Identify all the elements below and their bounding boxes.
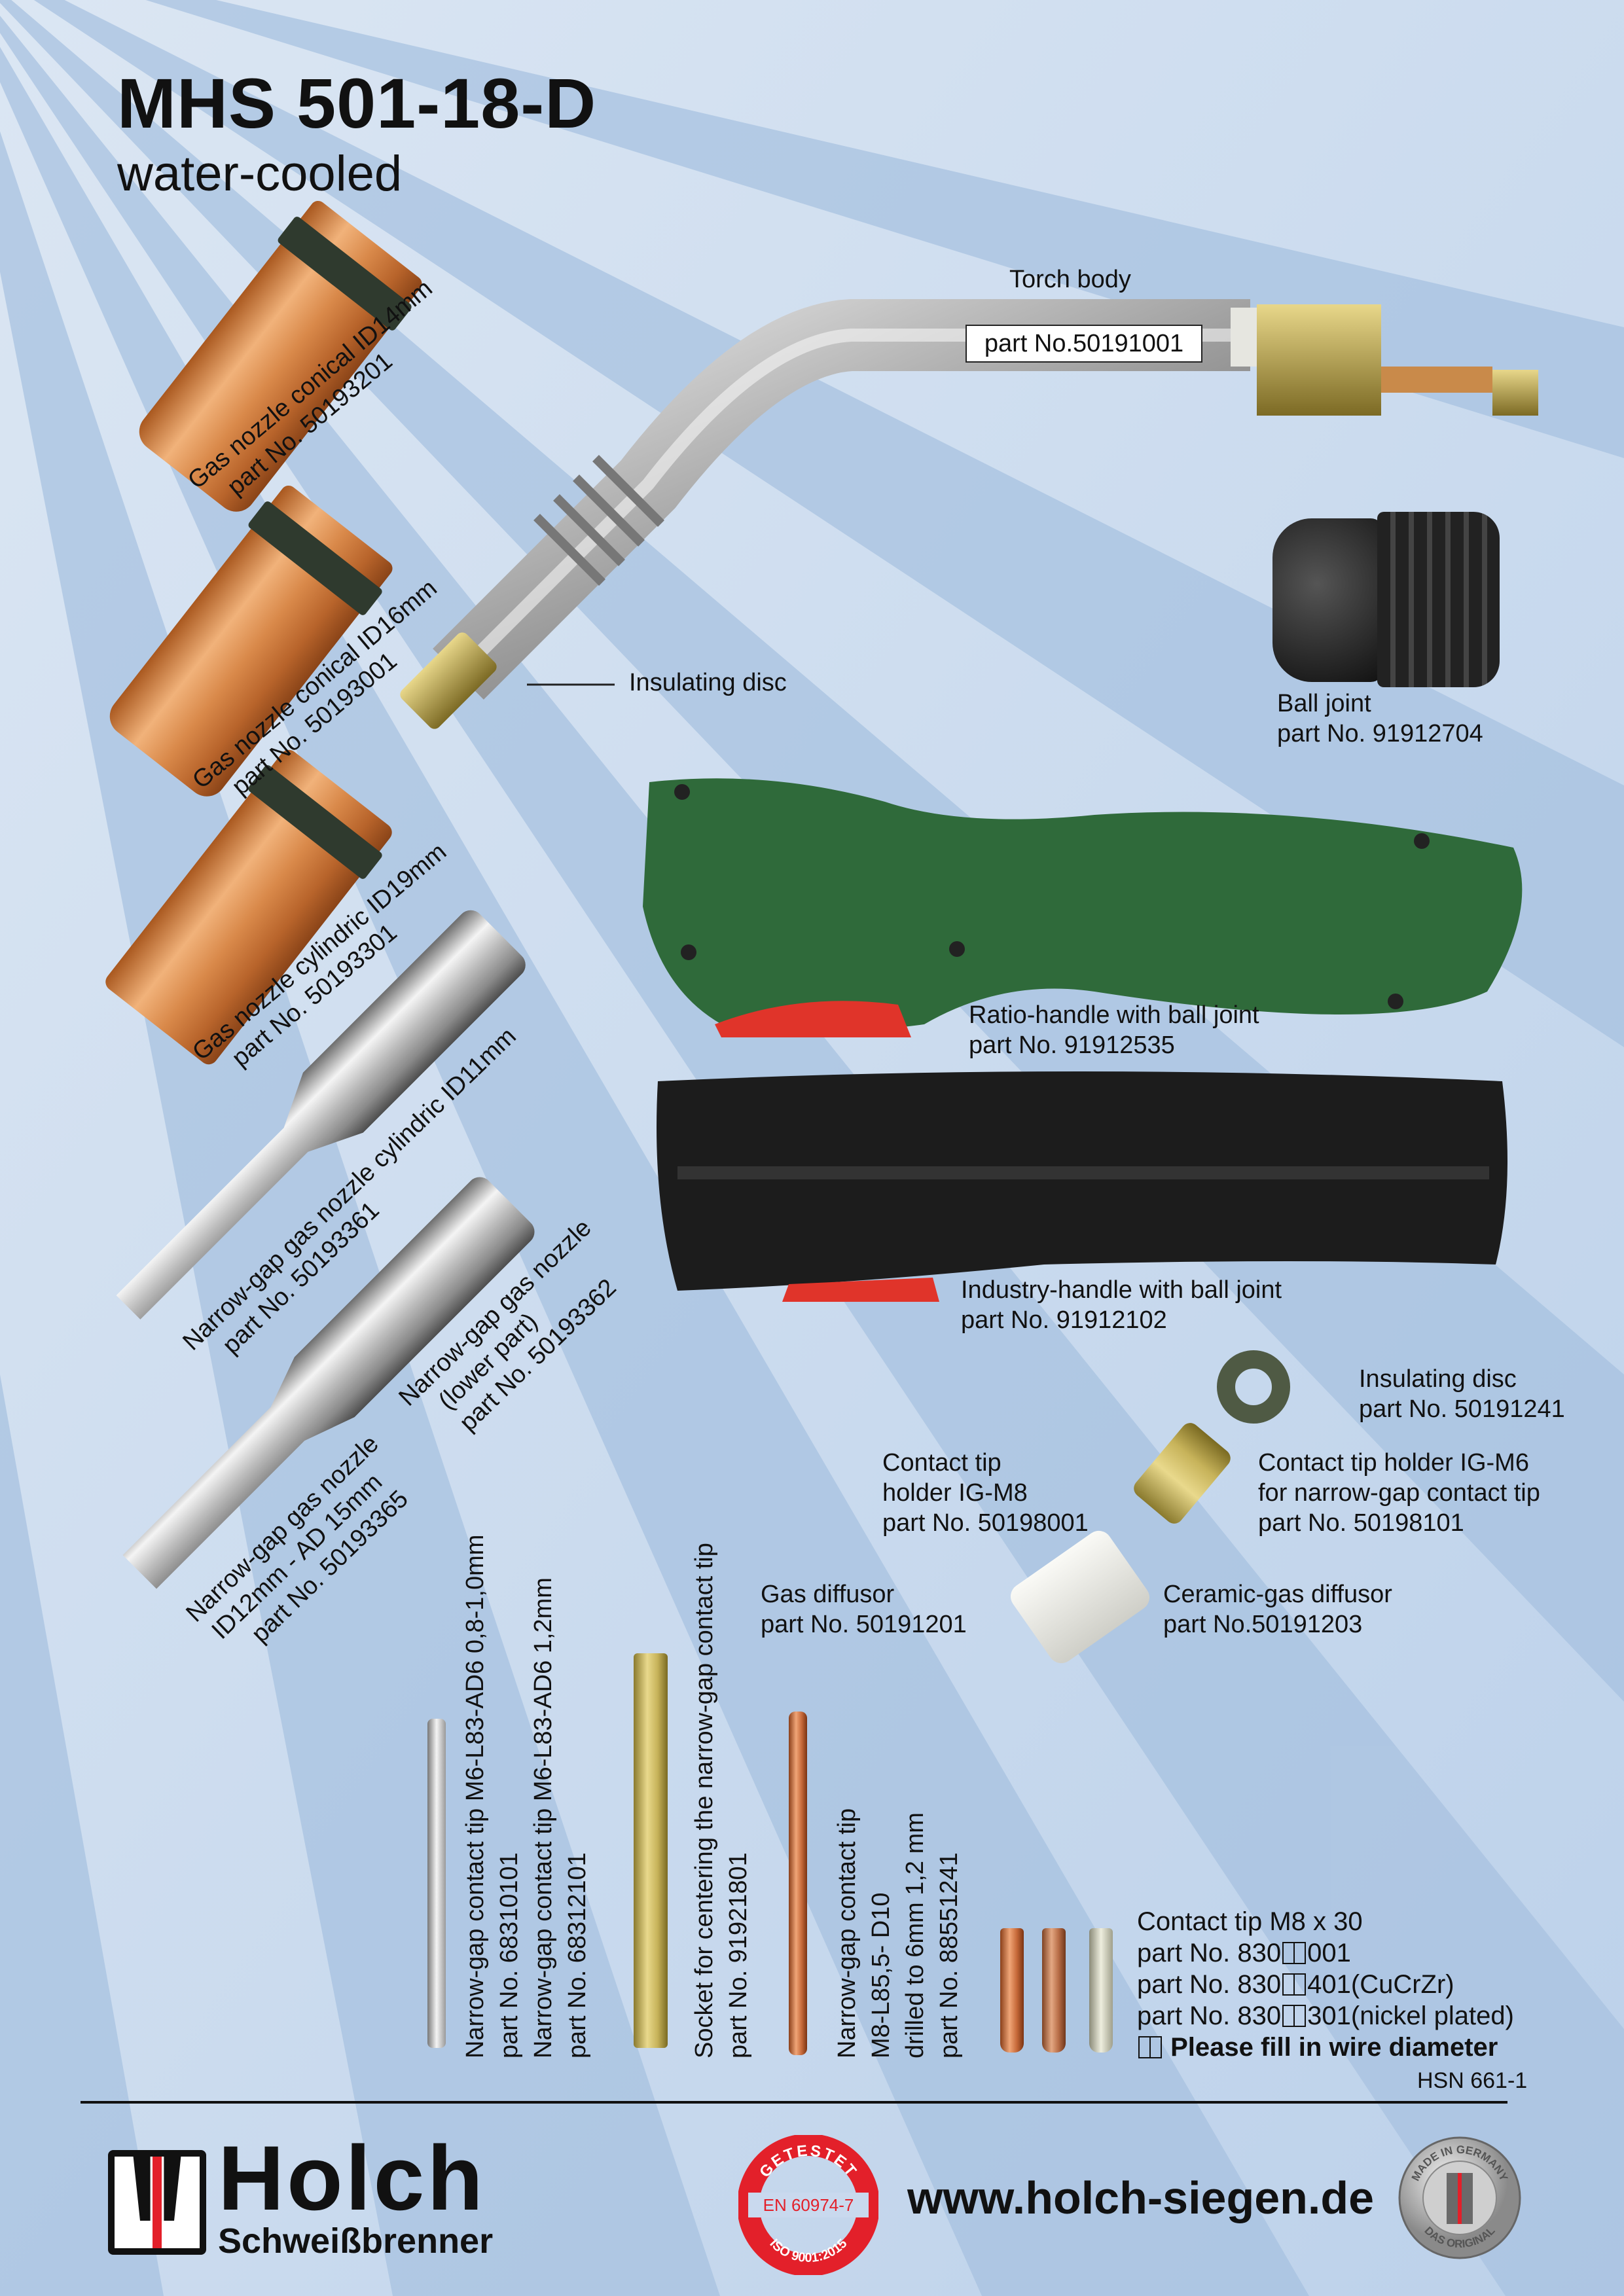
- wire-diameter-box: [1282, 1973, 1307, 1996]
- industry-handle-label: Industry-handle with ball joint part No.…: [961, 1275, 1282, 1335]
- page-title: MHS 501-18-D: [117, 63, 597, 143]
- contact-tip-cucrzr-image: [1042, 1928, 1066, 2053]
- tip-holder-m8-part-no: part No. 50198001: [882, 1509, 1089, 1537]
- narrow-gap-tip-m8-image: [789, 1712, 807, 2055]
- ceramic-diffusor-name: Ceramic-gas diffusor: [1163, 1581, 1392, 1608]
- tip-holder-m6-line2: for narrow-gap contact tip: [1258, 1479, 1540, 1507]
- part-no-suffix: 301(nickel plated): [1307, 2001, 1514, 2030]
- contact-tip-m8-row1: part No. 830 001: [1137, 1937, 1514, 1969]
- narrow-tip-m6-08-name: Narrow-gap contact tip M6-L83-AD6 0,8-1,…: [461, 1534, 489, 2058]
- ratio-handle-image: [643, 778, 1523, 1037]
- part-no-suffix: 401(CuCrZr): [1307, 1970, 1454, 1999]
- part-no-prefix: part No. 830: [1137, 1970, 1282, 1999]
- narrow-tip-m8-spec: M8-L85,5- D10: [867, 1892, 895, 2058]
- narrow-tip-m8-part-no: part No. 88551241: [935, 1852, 963, 2058]
- ratio-handle-part-no: part No. 91912535: [969, 1031, 1175, 1059]
- insulating-disc-name: Insulating disc: [1359, 1365, 1517, 1393]
- part-no-suffix: 001: [1307, 1939, 1351, 1967]
- torch-body-part-no: part No.50191001: [965, 325, 1202, 363]
- page-subtitle: water-cooled: [117, 146, 403, 202]
- document-code: HSN 661-1: [1417, 2068, 1528, 2093]
- contact-tip-cu-image: [1000, 1928, 1024, 2053]
- ball-joint-name: Ball joint: [1277, 690, 1371, 717]
- narrow-tip-m8-drill: drilled to 6mm 1,2 mm: [901, 1812, 929, 2058]
- tip-holder-m6-line1: Contact tip holder IG-M6: [1258, 1449, 1529, 1477]
- ball-joint-image: [1272, 512, 1500, 687]
- torch-body-label: Torch body: [1009, 266, 1131, 293]
- ratio-handle-name: Ratio-handle with ball joint: [969, 1001, 1259, 1029]
- wire-diameter-box: [1282, 2005, 1307, 2027]
- gas-diffusor-part-no: part No. 50191201: [761, 1611, 967, 1638]
- narrow-tips-m6-label: Narrow-gap contact tip M6-L83-AD6 0,8-1,…: [458, 1535, 594, 2058]
- industry-handle-part-no: part No. 91912102: [961, 1306, 1167, 1334]
- tested-stamp: GETESTET ISO 9001:2015 EN 60974-7: [738, 2135, 878, 2275]
- ceramic-diffusor-label: Ceramic-gas diffusor part No.50191203: [1163, 1579, 1392, 1640]
- industry-handle-name: Industry-handle with ball joint: [961, 1276, 1282, 1304]
- ball-joint-label: Ball joint part No. 91912704: [1277, 689, 1483, 749]
- tip-holder-m8-line2: holder IG-M8: [882, 1479, 1028, 1507]
- tip-holder-m6-part-no: part No. 50198101: [1258, 1509, 1464, 1537]
- industry-handle-image: [657, 1071, 1507, 1302]
- torch-body-image: [400, 299, 1538, 729]
- part-no-prefix: part No. 830: [1137, 1939, 1282, 1967]
- holch-logo-subtitle: Schweißbrenner: [218, 2221, 494, 2261]
- wire-diameter-box: [1282, 1942, 1307, 1964]
- insulating-disc-image: [1217, 1350, 1290, 1424]
- contact-tip-m8-title: Contact tip M8 x 30: [1137, 1907, 1363, 1936]
- wire-diameter-box: [1138, 2036, 1162, 2058]
- narrow-tip-m6-08-part-no: part No. 68310101: [496, 1852, 523, 2058]
- contact-tip-m8-label: Contact tip M8 x 30 part No. 830 001 part…: [1137, 1906, 1514, 2063]
- gas-diffusor-name: Gas diffusor: [761, 1581, 895, 1608]
- insulating-disc-label: Insulating disc part No. 50191241: [1359, 1364, 1565, 1424]
- ceramic-diffusor-part-no: part No.50191203: [1163, 1611, 1363, 1638]
- narrow-gap-tip-m6-image: [427, 1719, 446, 2048]
- footer-divider: [81, 2101, 1507, 2104]
- website-link[interactable]: www.holch-siegen.de: [907, 2172, 1375, 2223]
- narrow-tip-m8-name: Narrow-gap contact tip: [833, 1808, 861, 2058]
- ratio-handle-label: Ratio-handle with ball joint part No. 91…: [969, 1000, 1259, 1060]
- stamp-mid-text: EN 60974-7: [763, 2195, 854, 2215]
- tip-holder-m8-label: Contact tip holder IG-M8 part No. 501980…: [882, 1448, 1089, 1538]
- gas-diffusor-label: Gas diffusor part No. 50191201: [761, 1579, 967, 1640]
- narrow-tip-m6-12-name: Narrow-gap contact tip M6-L83-AD6 1,2mm: [530, 1577, 557, 2058]
- contact-tip-m8-note: Please fill in wire diameter: [1137, 2032, 1514, 2063]
- part-no-prefix: part No. 830: [1137, 2001, 1282, 2030]
- insulating-disc-callout: Insulating disc: [629, 669, 787, 696]
- tip-holder-m6-label: Contact tip holder IG-M6 for narrow-gap …: [1258, 1448, 1540, 1538]
- socket-name: Socket for centering the narrow-gap cont…: [691, 1543, 718, 2058]
- insulating-disc-part-no: part No. 50191241: [1359, 1395, 1565, 1423]
- tip-holder-m8-line1: Contact tip: [882, 1449, 1001, 1477]
- socket-part-no: part No. 91921801: [725, 1852, 752, 2058]
- holch-logo-mark: [108, 2150, 206, 2255]
- fill-note: Please fill in wire diameter: [1170, 2033, 1498, 2062]
- ball-joint-part-no: part No. 91912704: [1277, 720, 1483, 747]
- centering-socket-image: [634, 1653, 668, 2048]
- holch-logo-text: Holch: [218, 2126, 486, 2229]
- narrow-tip-m6-12-part-no: part No. 68312101: [564, 1852, 591, 2058]
- contact-tip-nickel-image: [1089, 1928, 1113, 2053]
- contact-tip-m8-row2: part No. 830 401(CuCrZr): [1137, 1969, 1514, 2000]
- made-in-germany-medal: MADE IN GERMANY DAS ORIGINAL: [1398, 2136, 1521, 2259]
- narrow-tip-m8-label: Narrow-gap contact tip M8-L85,5- D10 dri…: [830, 1808, 966, 2058]
- socket-label: Socket for centering the narrow-gap cont…: [687, 1543, 755, 2058]
- contact-tip-m8-row3: part No. 830 301(nickel plated): [1137, 2000, 1514, 2032]
